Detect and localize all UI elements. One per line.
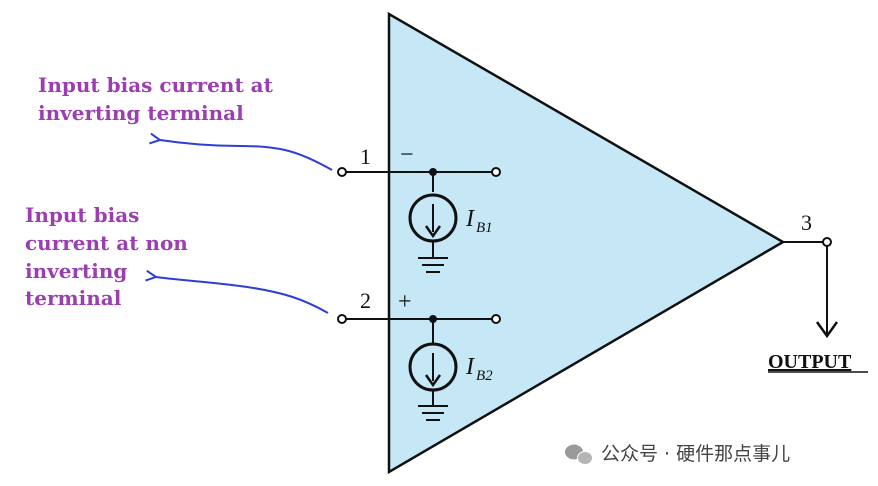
pin2-sign: +: [398, 289, 412, 315]
ib2-subscript: B2: [476, 368, 493, 384]
output-terminal: [822, 237, 832, 247]
arrow-to-inverting-annotation: [160, 140, 333, 171]
annotation-inverting: Input bias current at inverting terminal: [38, 73, 280, 125]
arrow-to-noninverting-annotation: [156, 277, 329, 314]
pin1-sign: −: [400, 142, 414, 168]
watermark-text: 公众号 · 硬件那点事儿: [601, 443, 790, 465]
pin1-label: 1: [360, 144, 371, 169]
ib1-label: I: [465, 206, 475, 232]
pin2-internal-terminal: [491, 314, 501, 324]
pin3-label: 3: [801, 210, 812, 235]
output-label: OUTPUT: [768, 351, 852, 373]
opamp-triangle: [387, 11, 786, 475]
annotation-inverting-line-2: inverting terminal: [38, 101, 244, 125]
output-arrow: [815, 246, 839, 339]
annotation-noninverting-line-3: inverting: [25, 259, 127, 283]
annotation-noninverting-line-1: Input bias: [25, 203, 139, 227]
pin2-label: 2: [360, 288, 371, 313]
pin1-terminal: [337, 167, 347, 177]
annotation-noninverting: Input bias current at non inverting term…: [25, 203, 195, 310]
ib2-label: I: [465, 354, 475, 380]
ib1-subscript: B1: [476, 220, 493, 236]
current-source-ib1: [408, 172, 458, 273]
pin1-internal-terminal: [491, 167, 501, 177]
annotation-inverting-line-1: Input bias current at: [38, 73, 274, 97]
current-source-ib2: [408, 319, 458, 421]
pin2-terminal: [337, 314, 347, 324]
annotation-noninverting-line-4: terminal: [25, 286, 122, 310]
annotation-noninverting-line-2: current at non: [25, 231, 188, 255]
wechat-icon: [565, 444, 593, 465]
